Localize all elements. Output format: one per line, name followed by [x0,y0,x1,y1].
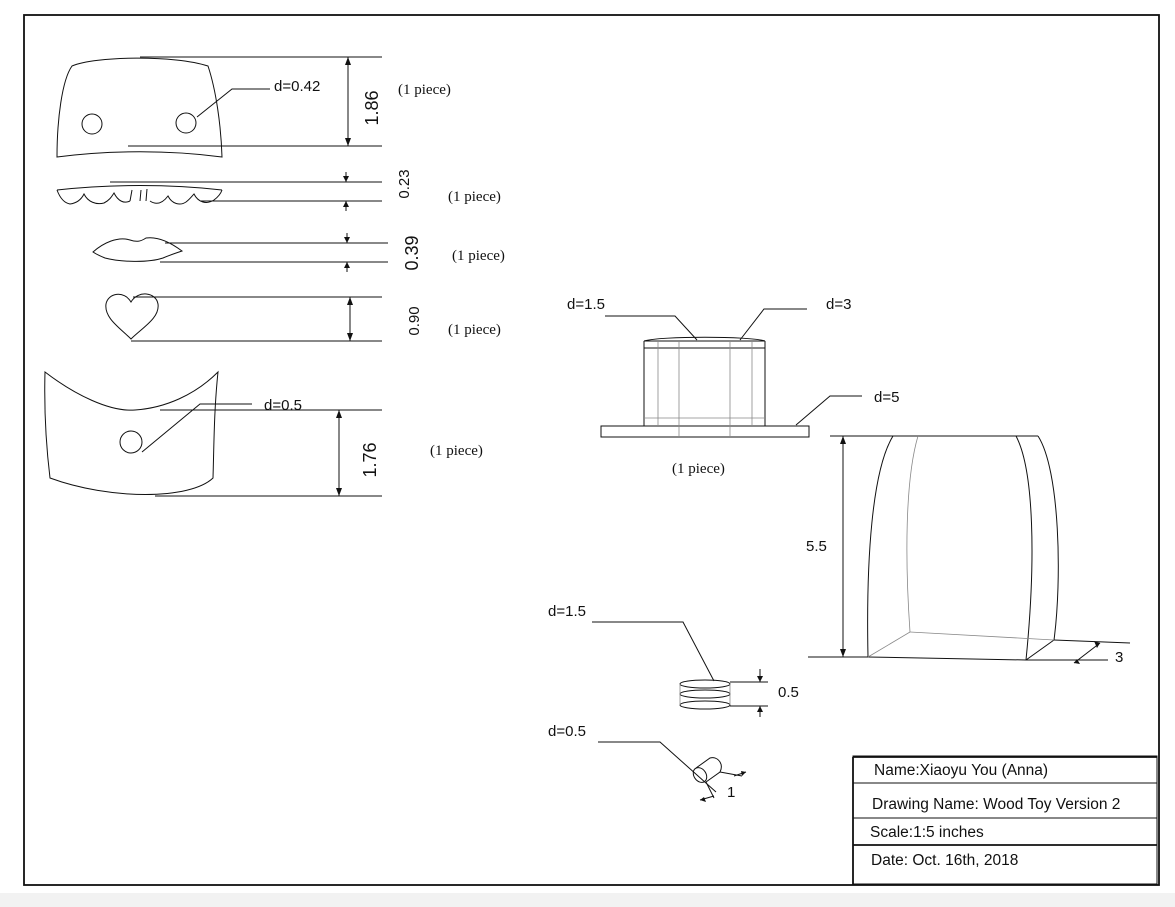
heart-qty-label: (1 piece) [448,322,501,338]
spring-height-label: 0.5 [778,684,799,701]
leader-line [196,88,270,118]
hat-piece [600,308,862,438]
teeth-piece [56,172,382,211]
face-bottom-height-label: 1.76 [360,442,380,477]
peg-diameter-label: d=0.5 [548,723,586,740]
face-bottom-qty-label: (1 piece) [430,443,483,459]
face-top-piece [56,56,382,158]
leader-line [141,403,252,453]
hat-outer-diameter-label: d=3 [826,296,851,313]
body-block [808,435,1131,664]
hat-qty-label: (1 piece) [672,461,725,477]
face-top-height-label: 1.86 [362,90,382,125]
teeth-height-label: 0.23 [396,169,413,198]
body-depth-label: 3 [1115,649,1123,666]
title-block-date: Date: Oct. 16th, 2018 [871,852,1018,869]
face-bottom-piece [44,370,382,497]
title-block [852,755,1158,885]
body-height-label: 5.5 [806,538,827,555]
hat-inner-diameter-label: d=1.5 [567,296,605,313]
title-block-name: Name:Xiaoyu You (Anna) [874,762,1048,779]
title-block-drawing-name: Drawing Name: Wood Toy Version 2 [872,796,1120,813]
heart-piece [105,293,382,342]
title-block-scale: Scale:1:5 inches [870,824,984,841]
face-bottom-diameter-label: d=0.5 [264,397,302,414]
heart-height-label: 0.90 [406,306,423,335]
spring-diameter-label: d=1.5 [548,603,586,620]
lips-qty-label: (1 piece) [452,248,505,264]
lips-piece [92,233,388,272]
page-margin [0,893,1175,907]
face-top-diameter-label: d=0.42 [274,78,320,95]
peg-piece [598,741,747,802]
hat-brim-diameter-label: d=5 [874,389,899,406]
peg-length-label: 1 [727,784,735,801]
sheet-border [23,14,1160,886]
teeth-qty-label: (1 piece) [448,189,501,205]
spring-piece [592,621,768,717]
face-top-qty-label: (1 piece) [398,82,451,98]
lips-height-label: 0.39 [402,235,422,270]
